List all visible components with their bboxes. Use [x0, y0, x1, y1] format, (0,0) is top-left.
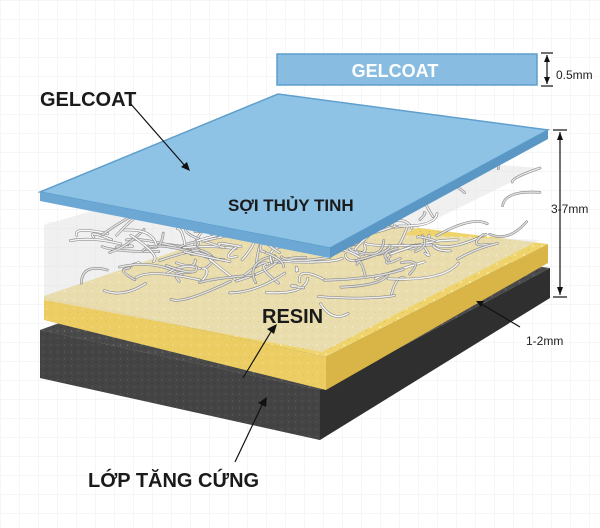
fiber-strand — [217, 242, 242, 248]
fiber-strand — [290, 284, 305, 289]
callout-leaders — [129, 102, 277, 463]
dimension-resin-label: 1-2mm — [526, 334, 563, 348]
stiffener-label: LỚP TĂNG CỨNG — [88, 468, 259, 492]
fiber-label: SỢI THỦY TINH — [228, 196, 354, 215]
fiber-strand — [475, 233, 491, 246]
fiber-strand — [244, 261, 269, 276]
fiber-strand — [103, 282, 147, 294]
fiber-strand — [75, 229, 109, 237]
fiber-strand — [298, 272, 325, 283]
dimension-gelcoat-label: 0.5mm — [556, 68, 593, 82]
fiber-strand — [409, 244, 433, 247]
fiber-strand — [340, 273, 389, 288]
fiber-strand — [501, 191, 541, 207]
fiber-strand — [319, 303, 349, 318]
gelcoat-sample-box: GELCOAT — [276, 53, 538, 86]
fiber-strand — [198, 274, 256, 284]
fiber-strand — [280, 257, 343, 263]
fiber-strand — [416, 235, 436, 242]
fiber-strand — [80, 267, 109, 284]
fiber-strand — [176, 241, 200, 249]
fiber-strand — [235, 260, 279, 282]
gelcoat-box-label: GELCOAT — [352, 61, 439, 81]
fiber-strand — [170, 280, 232, 302]
fiber-strand — [323, 268, 405, 281]
fiber-strand — [355, 244, 391, 262]
dimension-fiber-label: 3-7mm — [551, 202, 588, 216]
fiber-strand — [135, 272, 201, 281]
gelcoat-layer — [37, 93, 551, 258]
fiber-strand — [125, 238, 181, 249]
fiber-strand — [488, 220, 528, 238]
fiber-strand — [394, 226, 408, 249]
fiber-strand — [280, 256, 331, 262]
fiber-strand — [436, 220, 488, 237]
fiber-strand — [385, 255, 401, 264]
fiber-strand — [122, 267, 136, 281]
fiber-strand — [398, 212, 438, 227]
fiber-strand — [130, 234, 156, 263]
fiber-strand — [252, 256, 269, 284]
fiber-strand — [317, 294, 396, 299]
fiber-strand — [227, 246, 238, 259]
fiber-strand — [358, 239, 385, 255]
fiber-strand — [69, 238, 122, 245]
fiber-strand — [176, 227, 186, 246]
fiber-strand — [273, 256, 307, 263]
fiber-strand — [123, 229, 158, 246]
fiber-strand — [511, 167, 541, 183]
fiber-strand — [295, 266, 299, 272]
fiber-strand — [184, 228, 225, 249]
fiber-strand — [419, 211, 426, 221]
fiber-strand — [228, 272, 286, 294]
fiber-strand — [390, 239, 459, 255]
fiber-strand — [390, 276, 405, 295]
fiber-strand — [364, 242, 414, 247]
fiber-strand — [183, 251, 231, 263]
fiber-strand — [165, 264, 198, 273]
fiber-strand — [384, 247, 398, 262]
dimension-fiber — [553, 129, 567, 298]
fiber-strand — [356, 260, 366, 277]
fiber-strand — [400, 261, 417, 275]
fiber-strand — [456, 242, 499, 260]
fiber-strand — [142, 245, 192, 253]
fiber-strand — [265, 277, 309, 294]
fiber-strand — [387, 262, 460, 280]
fiber-strand — [91, 233, 113, 241]
resin-label: RESIN — [262, 306, 323, 328]
dimension-resin-leader — [476, 301, 521, 328]
fiber-strand — [201, 267, 208, 282]
fiber-strand — [183, 245, 237, 250]
gelcoat-label: GELCOAT — [40, 89, 136, 111]
dimension-gelcoat — [541, 52, 553, 87]
